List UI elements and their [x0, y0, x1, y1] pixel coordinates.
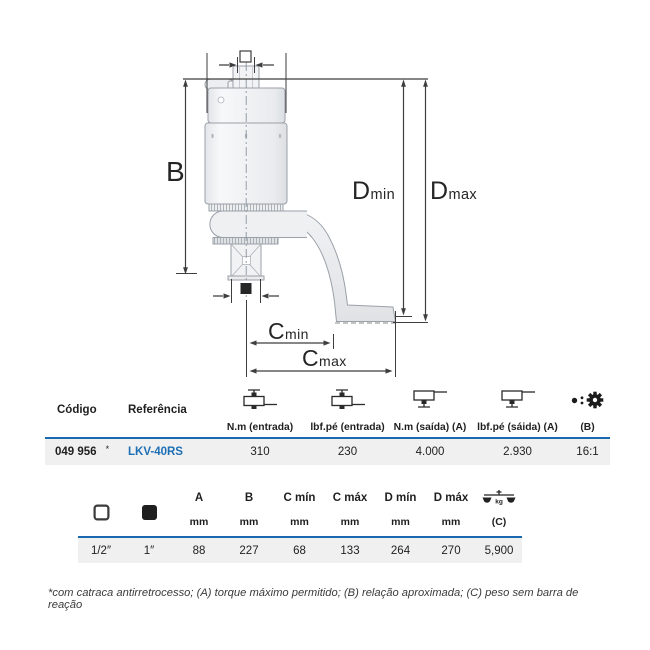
dim-value: 227 [224, 536, 274, 563]
spec-icon-cell [390, 383, 470, 411]
dimension-lines [176, 50, 428, 377]
dim-value: 1/2″ [78, 536, 124, 563]
spec-icon-cell [215, 383, 305, 411]
codigo-value: 049 956 [55, 446, 97, 458]
spec-col-label: (B) [580, 422, 595, 433]
spec-row-codigo-cell: 049 956 * [45, 437, 115, 465]
spec-col-label: N.m (entrada) [226, 422, 294, 433]
dim-value: 1″ [124, 536, 174, 563]
product-diagram [176, 50, 428, 377]
dim-col-unit: mm [189, 516, 209, 528]
referencia-value: LKV-40RS [128, 446, 183, 458]
spec-value: 230 [305, 437, 390, 465]
output-drive-cell [124, 488, 174, 536]
tool-drawing [204, 65, 397, 322]
dimensions-table: A B C mín C máx D mín D máx kg mm mm mm … [78, 488, 522, 563]
dim-col-unit: mm [239, 516, 259, 528]
dim-value: 133 [325, 536, 375, 563]
spec-col-label: lbf.pé (sáida) (A) [477, 422, 558, 433]
spec-value: 4.000 [390, 437, 470, 465]
square-filled-icon [141, 504, 157, 520]
dim-col-unit: mm [290, 516, 309, 528]
dim-col-header: B [244, 492, 254, 504]
dim-col-header: A [194, 492, 204, 504]
dim-col-header: C mín [283, 492, 316, 504]
note-asterisk: * [105, 444, 110, 454]
square-outline-icon [93, 504, 110, 521]
dim-value: 5,900 [476, 536, 522, 563]
lower-housing [209, 210, 307, 238]
dim-value: 264 [375, 536, 426, 563]
torque-input-icon [243, 388, 277, 409]
spec-row-referencia-cell: LKV-40RS [115, 437, 215, 465]
footnote: *com catraca antirretrocesso; (A) torque… [48, 587, 579, 611]
spec-table: Código Referência [45, 383, 610, 465]
dim-value: 68 [274, 536, 325, 563]
dim-col-unit: mm [441, 516, 461, 528]
dimension-arrowheads [183, 62, 428, 374]
torque-output-icon [413, 389, 447, 408]
scale-kg-icon: kg [482, 490, 516, 506]
weight-header-cell: kg [476, 488, 522, 508]
input-square-symbol [239, 50, 252, 63]
spec-value: 16:1 [565, 437, 610, 465]
spec-header-referencia: Referência [128, 404, 187, 416]
spec-col-label: N.m (saída) (A) [393, 422, 467, 433]
spec-value: 2.930 [470, 437, 565, 465]
dim-b-text: B [166, 156, 186, 187]
dim-col-unit: mm [391, 516, 410, 528]
spec-header-codigo: Código [57, 404, 97, 416]
dim-col-unit: mm [340, 516, 360, 528]
input-drive-cell [78, 488, 124, 536]
torque-input-icon [330, 388, 365, 409]
dim-label-b: B [166, 158, 185, 186]
spec-icon-cell [470, 383, 565, 411]
dim-value: 88 [174, 536, 224, 563]
dim-col-header: C máx [332, 492, 368, 504]
spec-col-label: lbf.pé (entrada) [310, 422, 385, 433]
svg-text:kg: kg [495, 499, 503, 506]
spec-icon-cell [305, 383, 390, 411]
spec-icon-cell [565, 383, 610, 411]
gear-ratio-icon [571, 391, 603, 408]
weight-unit: (C) [491, 516, 507, 528]
spec-value: 310 [215, 437, 305, 465]
output-square-symbol [240, 283, 252, 294]
torque-output-icon [500, 389, 535, 408]
dim-value: 270 [426, 536, 476, 563]
dim-col-header: D mín [384, 492, 417, 504]
dim-col-header: D máx [433, 492, 469, 504]
